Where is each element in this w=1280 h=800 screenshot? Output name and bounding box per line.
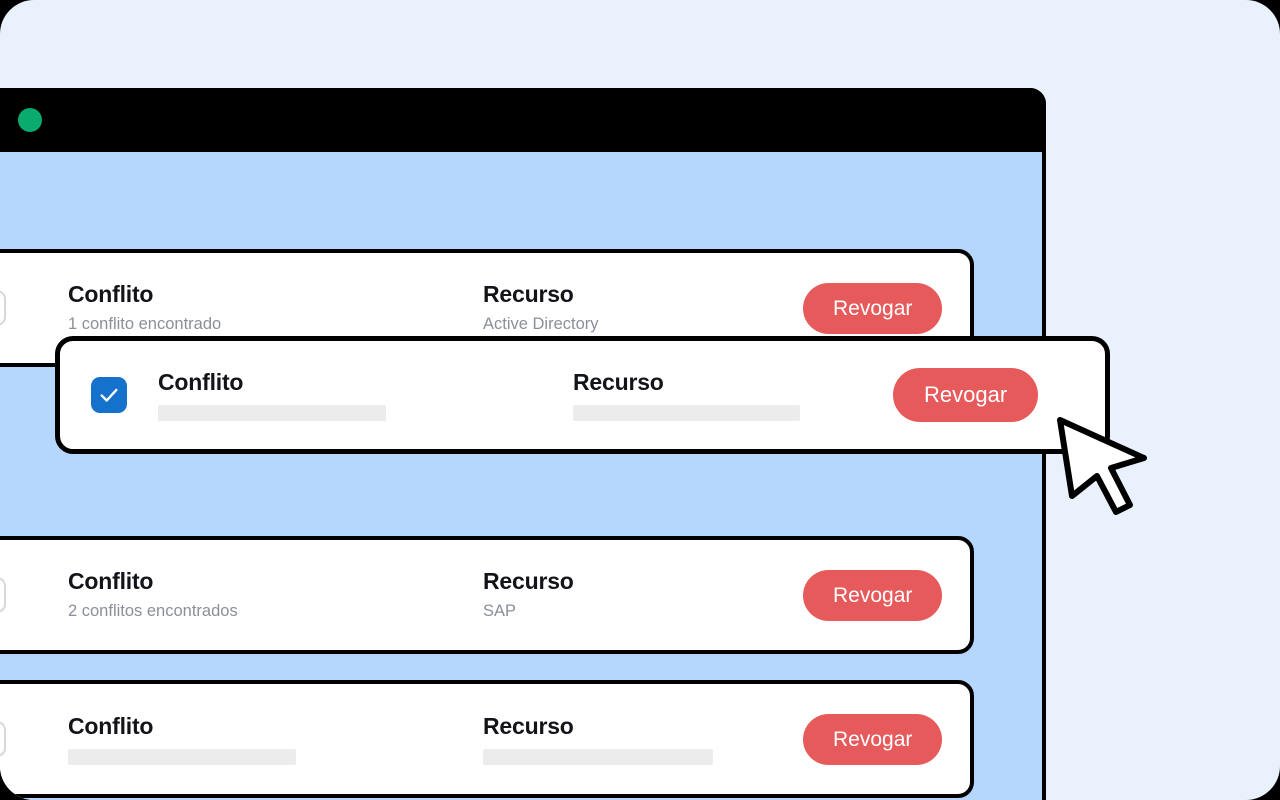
select-row-checkbox-checked[interactable]	[91, 377, 127, 413]
revoke-button[interactable]: Revogar	[803, 569, 943, 621]
maximize-window-button[interactable]	[18, 108, 42, 132]
action-column: Revogar	[803, 713, 970, 765]
conflict-title: Conflito	[68, 568, 154, 595]
conflict-column: Conflito	[158, 369, 573, 421]
resource-column: Recurso Active Directory	[483, 281, 803, 334]
select-row-checkbox[interactable]	[0, 577, 6, 613]
conflict-title: Conflito	[158, 369, 244, 396]
check-icon	[100, 388, 118, 402]
revoke-button[interactable]: Revogar	[893, 368, 1039, 422]
conflict-subtitle-placeholder	[158, 404, 386, 421]
conflict-column: Conflito 1 conflito encontrado	[68, 281, 483, 334]
conflict-subtitle: 2 conflitos encontrados	[68, 601, 238, 620]
resource-subtitle: SAP	[483, 601, 517, 620]
conflict-title: Conflito	[68, 281, 154, 308]
resource-subtitle: Active Directory	[483, 314, 599, 333]
resource-column: Recurso	[573, 369, 893, 421]
conflict-list: Conflito 1 conflito encontrado Recurso A…	[0, 152, 1046, 800]
conflict-title: Conflito	[68, 713, 154, 740]
conflict-column: Conflito 2 conflitos encontrados	[68, 568, 483, 621]
resource-subtitle-placeholder	[573, 404, 800, 421]
window-titlebar	[0, 88, 1046, 152]
resource-subtitle-placeholder	[483, 748, 713, 765]
action-column: Revogar	[803, 282, 970, 334]
select-row-checkbox[interactable]	[0, 290, 6, 326]
resource-title: Recurso	[573, 369, 664, 396]
checkbox-cell	[0, 290, 68, 326]
action-column: Revogar	[893, 368, 1105, 422]
conflict-card[interactable]: Conflito Recurso Revogar	[0, 680, 974, 798]
resource-column: Recurso SAP	[483, 568, 803, 621]
select-row-checkbox[interactable]	[0, 721, 6, 757]
conflict-subtitle-placeholder	[68, 748, 296, 765]
resource-title: Recurso	[483, 281, 574, 308]
checkbox-cell	[0, 577, 68, 613]
resource-column: Recurso	[483, 713, 803, 765]
action-column: Revogar	[803, 569, 970, 621]
resource-title: Recurso	[483, 713, 574, 740]
revoke-button[interactable]: Revogar	[803, 282, 943, 334]
conflict-subtitle: 1 conflito encontrado	[68, 314, 222, 333]
conflict-card-selected[interactable]: Conflito Recurso Revogar	[55, 336, 1110, 454]
revoke-button[interactable]: Revogar	[803, 713, 943, 765]
checkbox-cell	[60, 377, 158, 413]
conflict-card[interactable]: Conflito 2 conflitos encontrados Recurso…	[0, 536, 974, 654]
checkbox-cell	[0, 721, 68, 757]
resource-title: Recurso	[483, 568, 574, 595]
conflict-column: Conflito	[68, 713, 483, 765]
